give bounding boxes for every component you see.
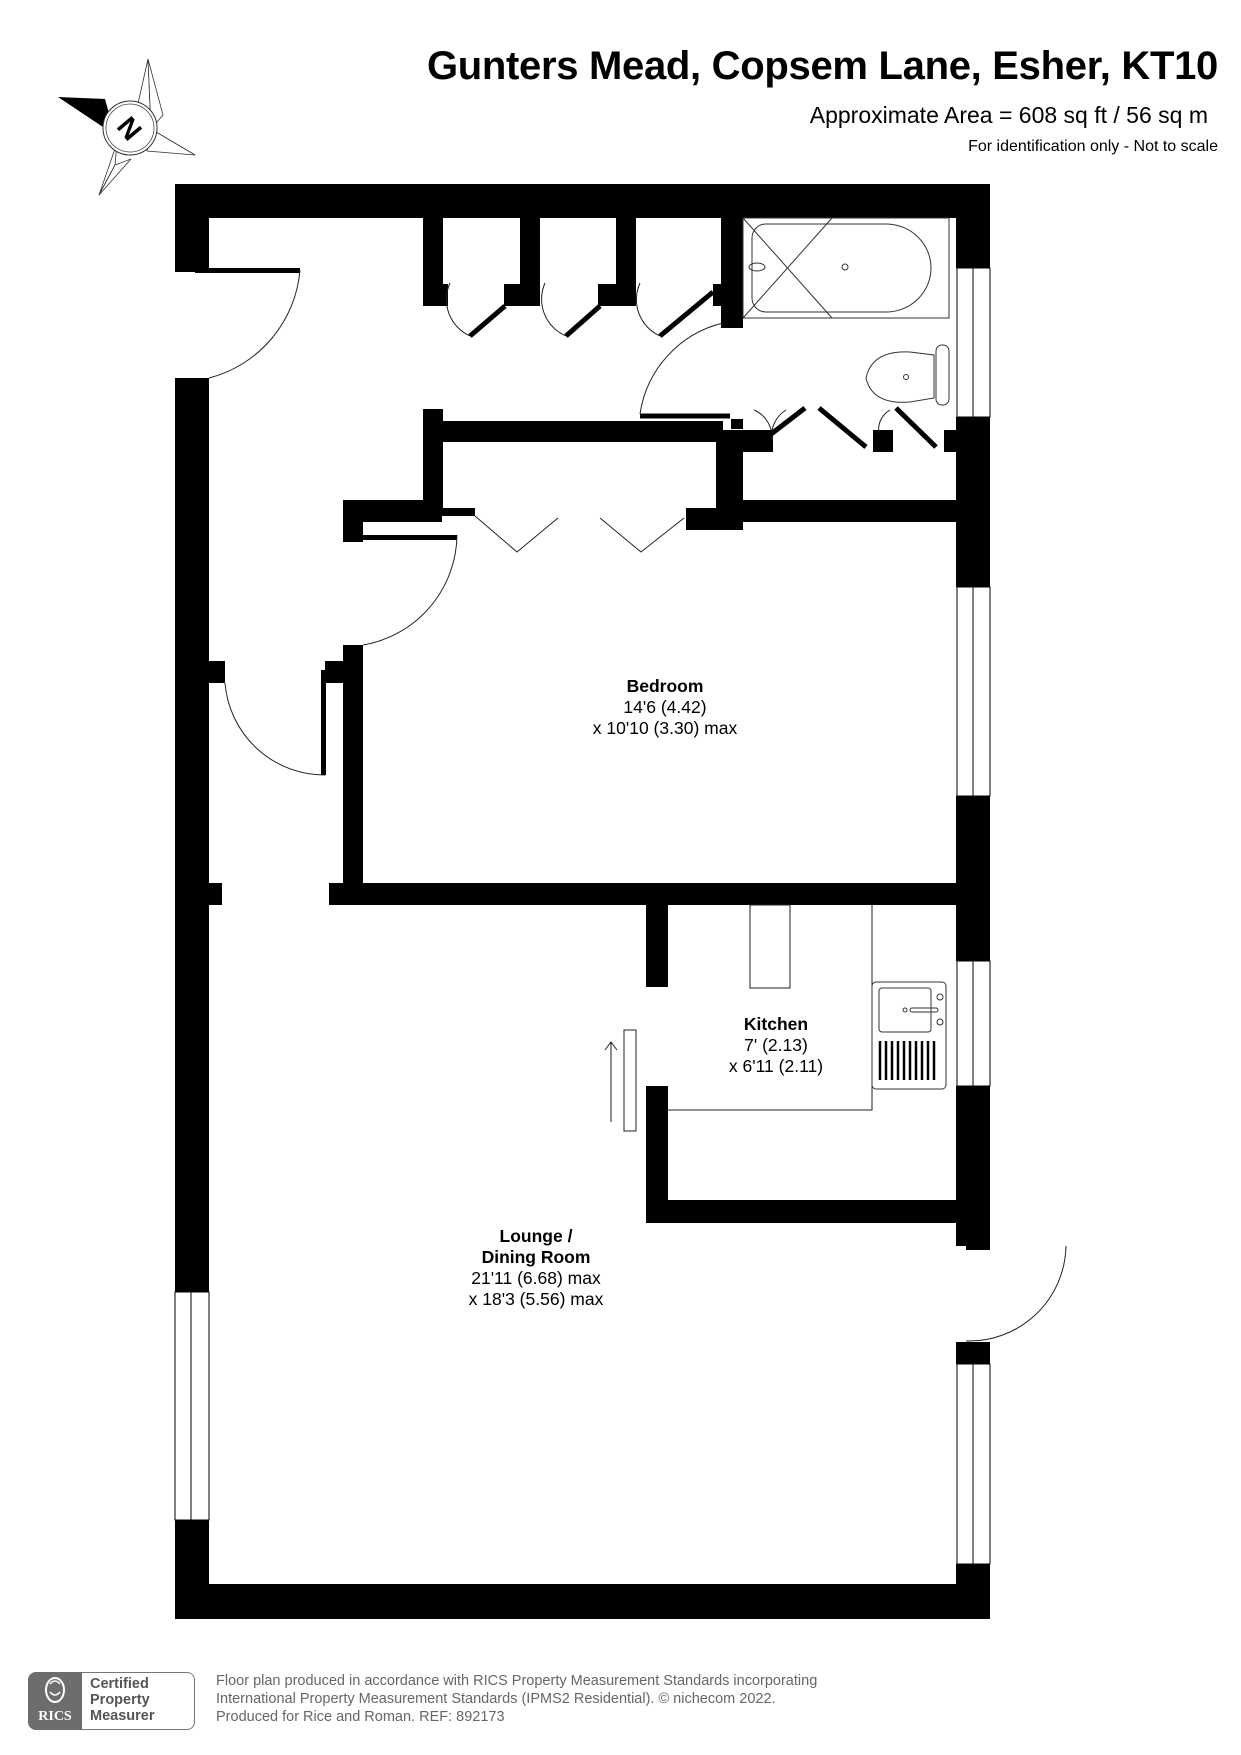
room-dimension: x 6'11 (2.11): [728, 1056, 824, 1076]
room-dimension: 14'6 (4.42): [623, 697, 707, 717]
bedroom-door-swing: [362, 534, 458, 646]
room-dimension: 21'11 (6.68) max: [471, 1268, 601, 1288]
north-arrow-compass-icon: N: [58, 58, 196, 196]
property-title: Gunters Mead, Copsem Lane, Esher, KT10: [426, 44, 1218, 88]
footer-disclaimer: Floor plan produced in accordance with R…: [216, 1673, 818, 1725]
patio-door-swing: [965, 1245, 1067, 1342]
hob-icon: [878, 1041, 936, 1080]
room-name: Lounge /: [499, 1226, 573, 1246]
room-dimension: x 10'10 (3.30) max: [592, 718, 738, 738]
kitchen-sink-icon: [871, 981, 947, 1090]
front-door-swing: [208, 269, 301, 379]
room-label-bedroom: Bedroom 14'6 (4.42) x 10'10 (3.30) max: [593, 676, 737, 739]
room-dimension: 7' (2.13): [744, 1035, 808, 1055]
footer: RICS Certified Property Measurer Floor p…: [28, 1672, 1228, 1742]
room-label-lounge: Lounge / Dining Room 21'11 (6.68) max x …: [469, 1226, 604, 1310]
room-name: Bedroom: [626, 676, 704, 696]
room-dimension: x 18'3 (5.56) max: [468, 1289, 604, 1309]
walls: [175, 184, 990, 1619]
certified-measurer-badge: Certified Property Measurer: [82, 1672, 195, 1730]
approximate-area: Approximate Area = 608 sq ft / 56 sq m: [809, 102, 1208, 128]
hall-door-swing: [224, 682, 326, 776]
bathroom-door-swing: [639, 322, 724, 415]
room-name: Dining Room: [481, 1247, 591, 1267]
bath-icon: [742, 217, 950, 319]
toilet-icon: [865, 344, 950, 406]
room-name: Kitchen: [743, 1014, 809, 1034]
disclaimer-note: For identification only - Not to scale: [968, 138, 1218, 155]
rics-logo: RICS: [28, 1672, 82, 1730]
room-label-kitchen: Kitchen 7' (2.13) x 6'11 (2.11): [729, 1014, 823, 1077]
lion-icon: [45, 1677, 65, 1703]
windows: [174, 267, 991, 1565]
